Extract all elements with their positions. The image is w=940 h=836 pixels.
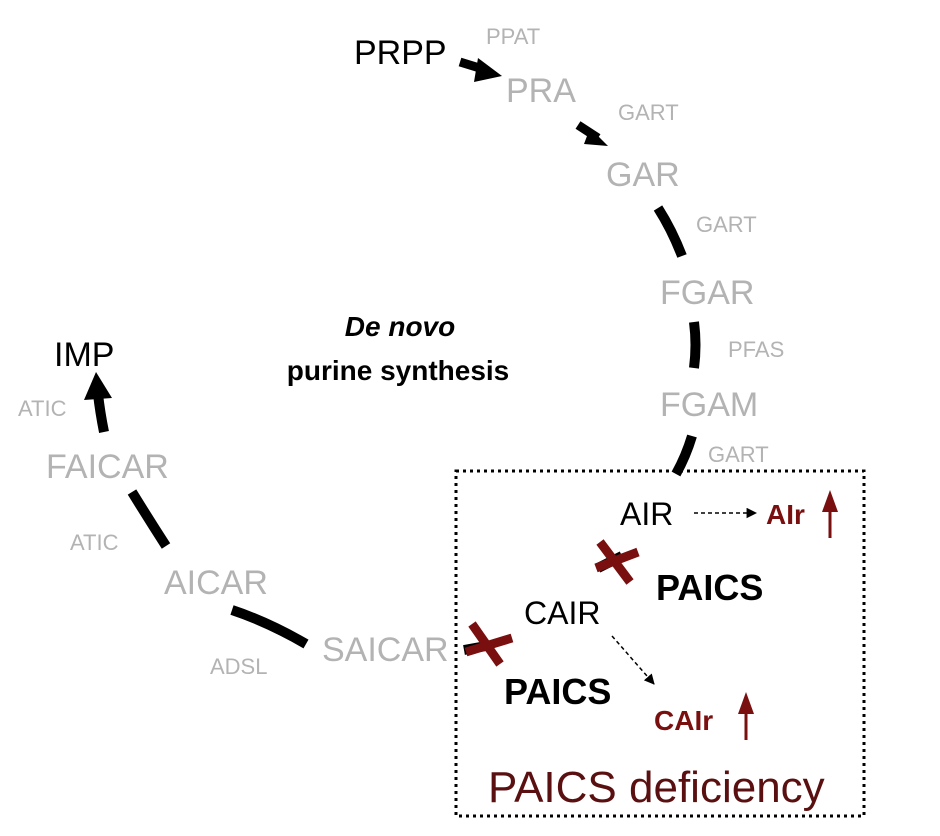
block-cross-upper xyxy=(594,539,640,585)
arrow-cair-to-riboside xyxy=(611,635,655,685)
arrow-saicar-aicar xyxy=(230,605,309,649)
arrow-aicar-faicar xyxy=(127,489,171,549)
enzyme-gart-1: GART xyxy=(618,100,679,125)
enzyme-gart-3: GART xyxy=(708,442,769,467)
block-cross-lower xyxy=(464,621,514,667)
enzyme-gart-2: GART xyxy=(696,212,757,237)
title-line-2: purine synthesis xyxy=(287,355,510,386)
enzyme-atic-1: ATIC xyxy=(70,530,119,555)
arrow-fgar-fgam xyxy=(689,321,701,369)
paics-label-lower: PAICS xyxy=(504,671,611,712)
enzyme-atic-2: ATIC xyxy=(18,396,67,421)
enzyme-pfas: PFAS xyxy=(728,337,784,362)
paics-label-upper: PAICS xyxy=(656,567,763,608)
metabolite-fgar: FGAR xyxy=(660,274,754,312)
up-arrow-air-icon xyxy=(822,490,838,538)
enzyme-adsl: ADSL xyxy=(210,654,267,679)
metabolite-cair: CAIR xyxy=(524,595,600,631)
metabolite-saicar: SAICAR xyxy=(322,631,449,669)
air-riboside-label: AIr xyxy=(766,499,805,530)
up-arrow-cair-icon xyxy=(738,692,754,740)
cair-riboside-label: CAIr xyxy=(654,705,713,736)
metabolite-gar: GAR xyxy=(606,156,680,194)
metabolite-faicar: FAICAR xyxy=(46,448,169,486)
arrow-fgam-air xyxy=(671,434,697,477)
arrow-faicar-imp xyxy=(93,393,109,433)
deficiency-box xyxy=(454,469,866,818)
metabolite-fgam: FGAM xyxy=(660,386,758,424)
metabolite-imp: IMP xyxy=(54,336,114,374)
metabolite-prpp: PRPP xyxy=(354,34,447,72)
metabolite-air: AIR xyxy=(620,496,673,532)
enzyme-ppat: PPAT xyxy=(486,24,540,49)
deficiency-box-label: PAICS deficiency xyxy=(488,763,825,812)
title-line-1: De novo xyxy=(345,311,455,342)
arrow-gar-fgar xyxy=(653,205,687,258)
metabolite-aicar: AICAR xyxy=(164,564,268,602)
metabolite-pra: PRA xyxy=(506,72,576,110)
